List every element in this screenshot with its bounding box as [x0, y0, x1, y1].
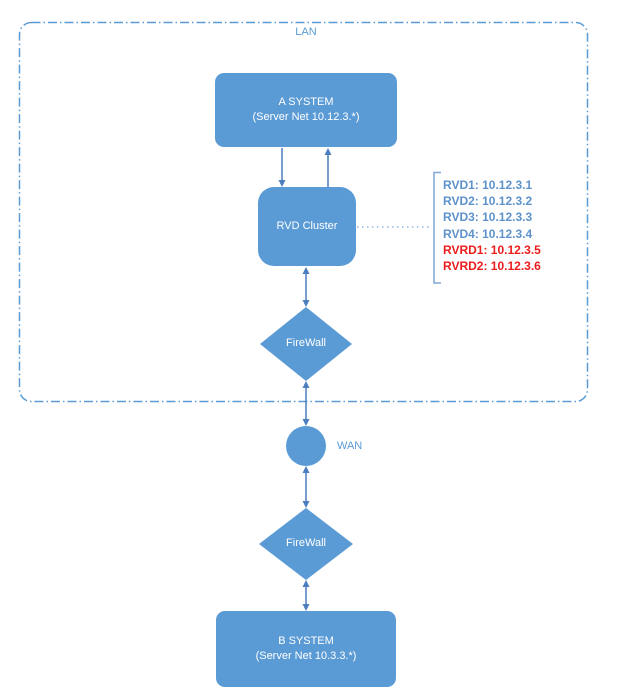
rvd-list-item: RVRD2: 10.12.3.6	[443, 259, 541, 274]
lan-label: LAN	[295, 26, 317, 38]
node-rvd-cluster: RVD Cluster	[258, 187, 356, 266]
rvd-ip-list: RVD1: 10.12.3.1 RVD2: 10.12.3.2 RVD3: 10…	[443, 177, 541, 274]
a-system-title: A SYSTEM	[278, 96, 334, 108]
rvd-list-item: RVD2: 10.12.3.2	[443, 194, 533, 209]
rvd-cluster-label: RVD Cluster	[276, 220, 338, 232]
b-system-subtitle: (Server Net 10.3.3.*)	[255, 650, 357, 662]
wan-label: WAN	[337, 440, 363, 452]
ip-list-bracket	[433, 171, 441, 284]
b-system-title: B SYSTEM	[278, 635, 334, 647]
firewall-top-shape	[260, 307, 352, 381]
wan-shape	[286, 426, 326, 466]
rvd-list-item: RVD3: 10.12.3.3	[443, 210, 533, 225]
rvd-list-item: RVD4: 10.12.3.4	[443, 226, 533, 241]
rvd-list-item: RVD1: 10.12.3.1	[443, 178, 533, 192]
a-system-subtitle: (Server Net 10.12.3.*)	[252, 111, 360, 123]
rvd-list-item: RVRD1: 10.12.3.5	[443, 242, 541, 257]
node-b-system: B SYSTEM (Server Net 10.3.3.*)	[216, 611, 396, 687]
firewall-bottom-shape	[259, 508, 353, 580]
node-a-system: A SYSTEM (Server Net 10.12.3.*)	[215, 73, 397, 147]
